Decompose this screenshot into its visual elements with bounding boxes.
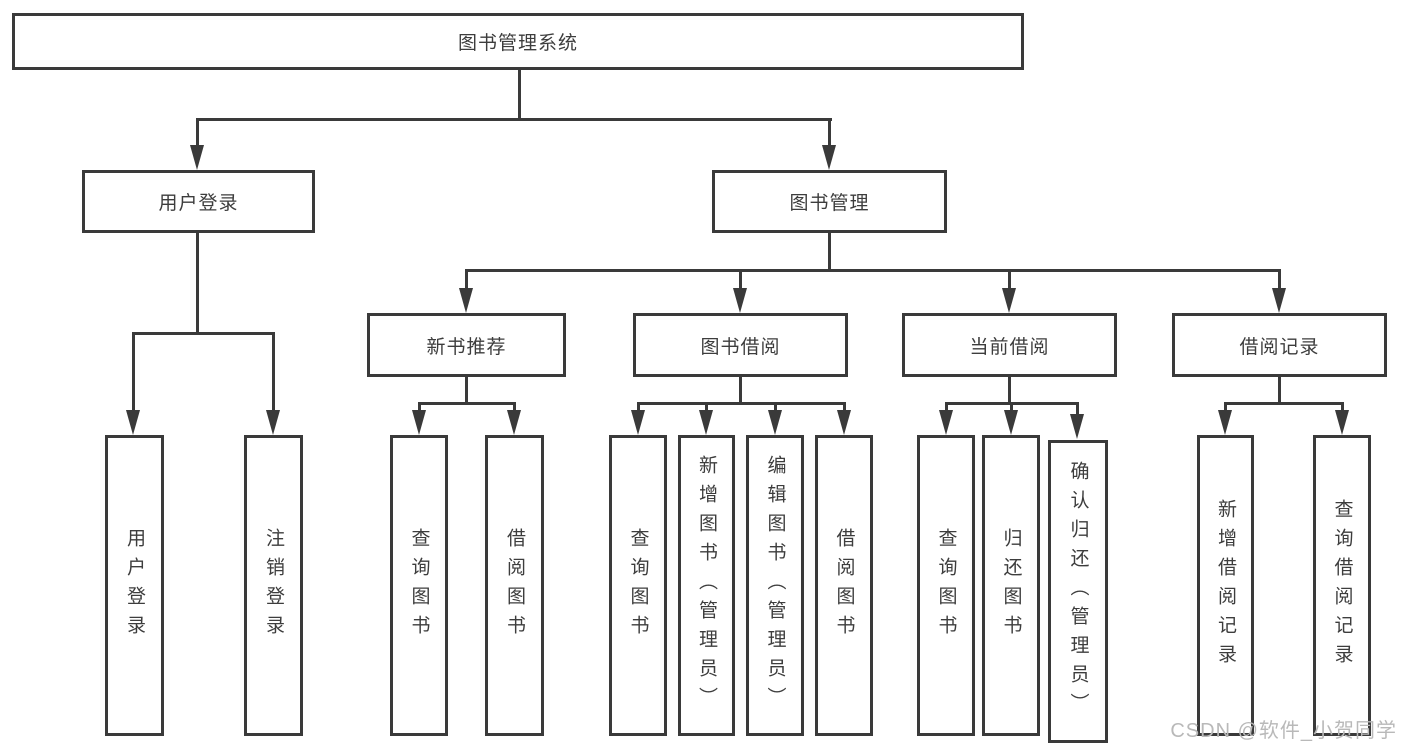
connector-user-login-rail [132,332,275,335]
arrowhead-current-borrow [1002,288,1016,313]
arrowhead-book-management [822,145,836,170]
arrowhead-book-borrow [733,288,747,313]
leaf-nbr-query-book: 查询图书 [390,435,448,736]
connector-to-book-management [828,118,831,146]
arrowhead-leaf-bb-query [631,410,645,435]
node-new-book-recommend: 新书推荐 [367,313,566,377]
arrowhead-leaf-user-login [126,410,140,435]
leaf-nbr-query-book-label: 查询图书 [408,527,430,644]
leaf-cb-confirm-return-admin: 确认归还（管理员） [1048,440,1108,743]
leaf-cb-query-book-label: 查询图书 [935,527,957,644]
node-borrow-record: 借阅记录 [1172,313,1387,377]
connector-new-book-rail [418,402,516,405]
arrowhead-leaf-bb-edit [768,410,782,435]
connector-to-leaf-nbr-query [418,402,421,412]
leaf-logout-label: 注销登录 [263,527,284,644]
connector-to-leaf-nbr-borrow [513,402,516,412]
connector-book-management-stem [828,233,831,272]
leaf-bb-borrow-book-label: 借阅图书 [833,527,855,644]
connector-to-leaf-cb-confirm [1076,402,1079,415]
arrowhead-leaf-nbr-query [412,410,426,435]
connector-to-leaf-bb-borrow [843,402,846,412]
node-book-management-label: 图书管理 [789,193,870,214]
leaf-cb-return-book-label: 归还图书 [1000,527,1022,644]
leaf-cb-query-book: 查询图书 [917,435,975,736]
connector-root-stem [518,68,521,121]
leaf-user-login: 用户登录 [105,435,164,736]
node-book-borrow-label: 图书借阅 [700,336,781,358]
leaf-logout: 注销登录 [244,435,303,736]
connector-to-new-book [465,269,468,288]
leaf-nbr-borrow-book-label: 借阅图书 [504,527,525,644]
arrowhead-leaf-cb-confirm [1070,414,1084,439]
connector-borrow-record-rail [1224,402,1344,405]
arrowhead-new-book [459,288,473,313]
connector-to-leaf-bb-edit [774,402,777,412]
node-current-borrow: 当前借阅 [902,313,1117,377]
connector-to-leaf-cb-return [1010,402,1013,412]
connector-to-current-borrow [1008,269,1011,288]
node-user-login-label: 用户登录 [158,193,239,214]
leaf-bb-edit-book-admin-label: 编辑图书（管理员） [764,455,786,716]
arrowhead-leaf-br-query [1335,410,1349,435]
leaf-br-add-record-label: 新增借阅记录 [1215,498,1236,673]
arrowhead-leaf-bb-add [699,410,713,435]
leaf-cb-return-book: 归还图书 [982,435,1040,736]
leaf-user-login-label: 用户登录 [124,527,145,644]
leaf-bb-query-book: 查询图书 [609,435,667,736]
connector-to-book-borrow [739,269,742,288]
connector-to-leaf-br-query [1341,402,1344,412]
arrowhead-leaf-cb-return [1004,410,1018,435]
node-root-label: 图书管理系统 [457,33,578,54]
arrowhead-user-login [190,145,204,170]
connector-book-borrow-rail [637,402,846,405]
arrowhead-leaf-cb-query [939,410,953,435]
arrowhead-leaf-bb-borrow [837,410,851,435]
connector-borrow-record-stem [1278,377,1281,405]
connector-to-leaf-bb-add [705,402,708,412]
connector-new-book-stem [465,377,468,405]
connector-book-borrow-stem [739,377,742,405]
connector-to-leaf-logout [272,332,275,410]
node-book-management: 图书管理 [712,170,947,233]
leaf-bb-add-book-admin-label: 新增图书（管理员） [696,455,717,716]
node-new-book-recommend-label: 新书推荐 [426,336,507,358]
connector-to-user-login [196,118,199,146]
leaf-bb-add-book-admin: 新增图书（管理员） [678,435,735,736]
node-current-borrow-label: 当前借阅 [969,336,1050,358]
connector-current-borrow-stem [1008,377,1011,405]
connector-to-leaf-user-login [132,332,135,410]
leaf-nbr-borrow-book: 借阅图书 [485,435,544,736]
connector-user-login-stem [196,233,199,335]
leaf-br-query-record: 查询借阅记录 [1313,435,1371,736]
connector-to-borrow-record [1278,269,1281,288]
leaf-br-add-record: 新增借阅记录 [1197,435,1254,736]
connector-to-leaf-cb-query [945,402,948,412]
csdn-watermark: CSDN @软件_小贺同学 [1170,720,1397,742]
leaf-bb-edit-book-admin: 编辑图书（管理员） [746,435,804,736]
connector-to-leaf-bb-query [637,402,640,412]
leaf-bb-query-book-label: 查询图书 [627,527,649,644]
node-user-login: 用户登录 [82,170,315,233]
connector-root-rail [196,118,832,121]
node-root: 图书管理系统 [12,13,1024,70]
connector-book-management-rail [465,269,1281,272]
arrowhead-leaf-logout [266,410,280,435]
connector-to-leaf-br-add [1224,402,1227,412]
arrowhead-leaf-br-add [1218,410,1232,435]
leaf-br-query-record-label: 查询借阅记录 [1331,498,1353,673]
leaf-bb-borrow-book: 借阅图书 [815,435,873,736]
leaf-cb-confirm-return-admin-label: 确认归还（管理员） [1067,461,1089,722]
arrowhead-leaf-nbr-borrow [507,410,521,435]
node-book-borrow: 图书借阅 [633,313,848,377]
arrowhead-borrow-record [1272,288,1286,313]
node-borrow-record-label: 借阅记录 [1239,336,1320,358]
